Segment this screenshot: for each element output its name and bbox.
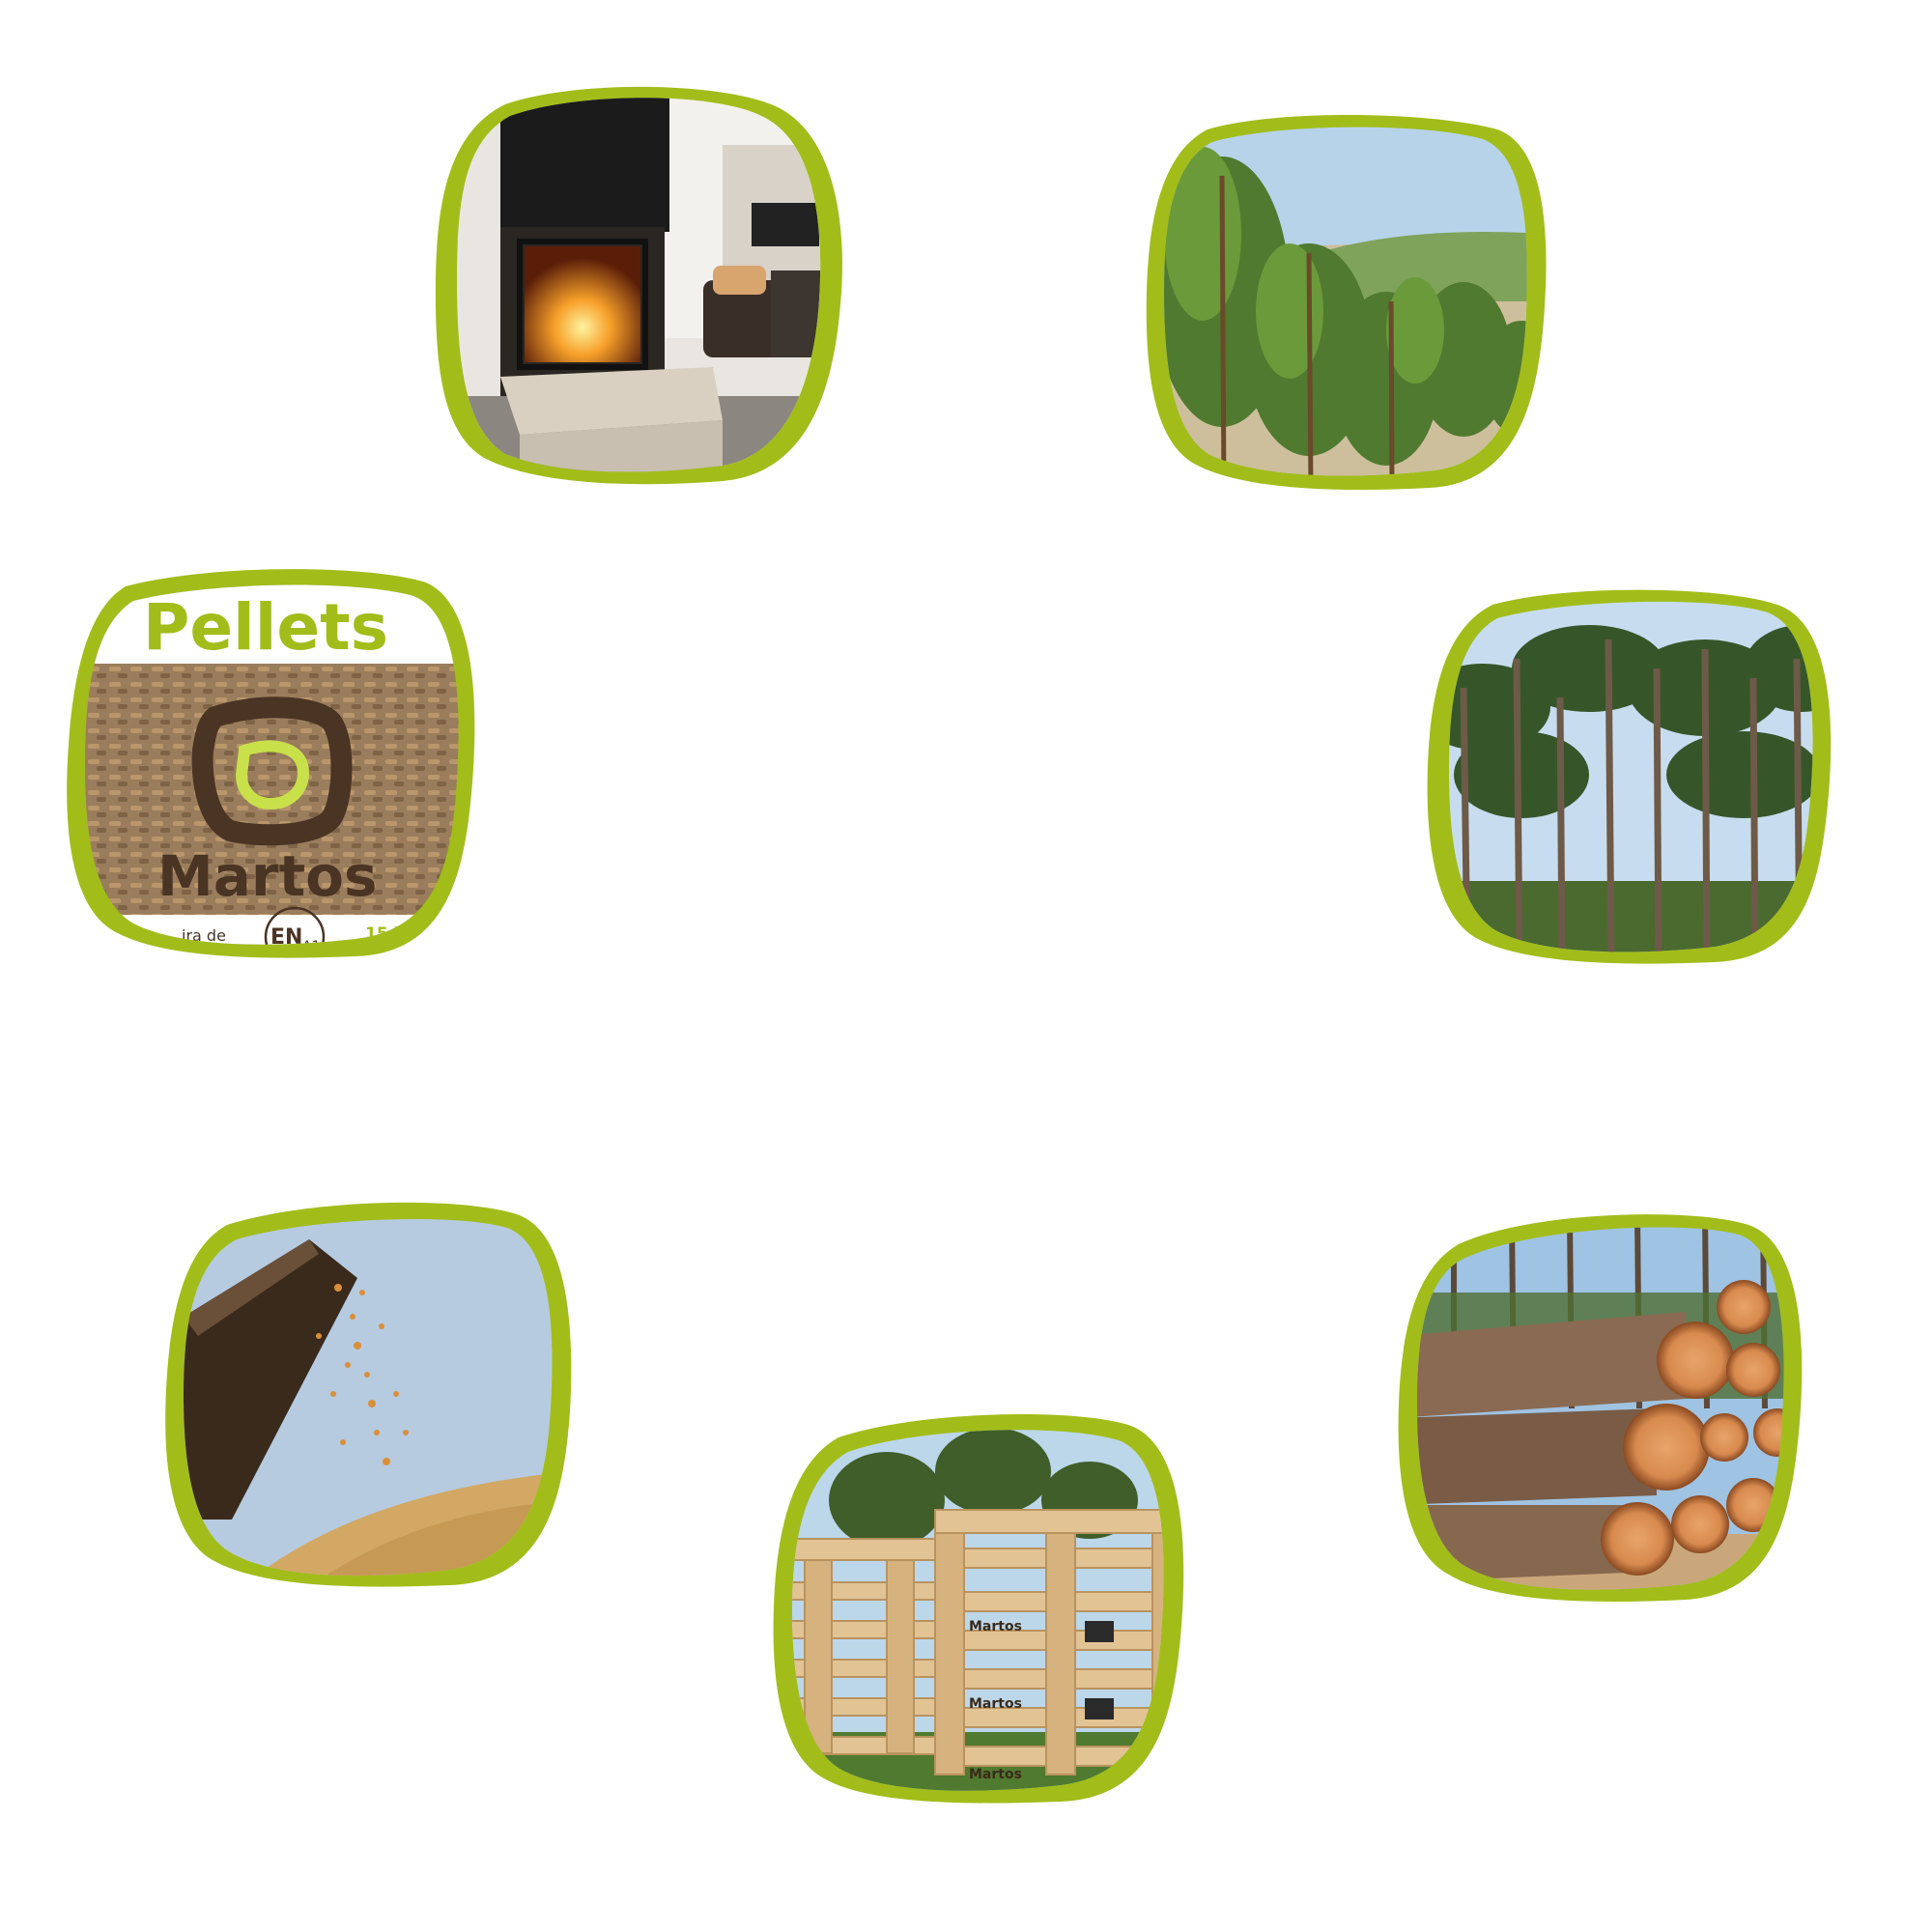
logs-photo-tile [1396,1214,1803,1602]
bag-fragment-text: ira de [182,926,226,945]
brand-name: Martos [157,843,378,909]
pallet-stamp: Martos [969,1767,1022,1782]
wood-chips-photo-tile [164,1201,575,1587]
fireplace-photo-tile [433,86,843,485]
pallet-stamp: Martos [969,1619,1022,1634]
pellet-bag-photo-tile: Pellets ® Martos ira de EN A1 15 k [66,569,476,958]
pine-forest-photo-tile [1425,589,1832,964]
svg-text:EN: EN [270,925,302,950]
en-a1-certification-badge: EN A1 [264,906,326,954]
svg-text:A1: A1 [302,939,320,954]
pallets-photo-tile: Martos Martos Martos [771,1413,1186,1804]
young-pines-photo-tile [1145,114,1547,491]
pellets-title: Pellets [143,590,388,665]
pallet-stamp: Martos [969,1696,1022,1712]
martos-logo-icon [191,696,353,846]
registered-mark: ® [209,715,219,727]
